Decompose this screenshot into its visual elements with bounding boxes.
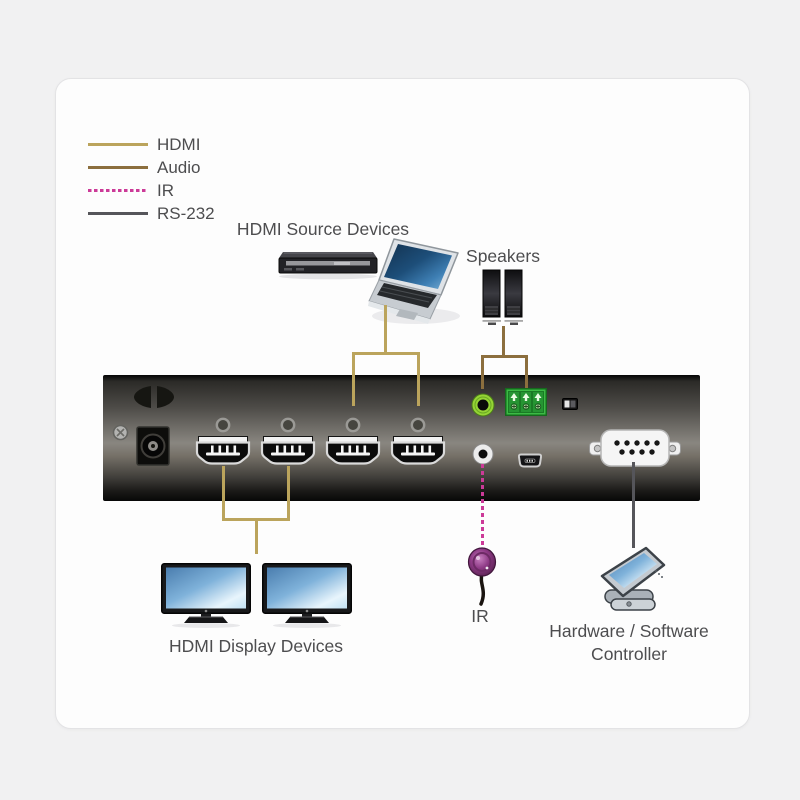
- dc-power-jack: [136, 426, 170, 466]
- source-devices-label: HDMI Source Devices: [236, 219, 410, 239]
- hdmi-display-line-left: [222, 466, 225, 521]
- display-devices-label: HDMI Display Devices: [168, 636, 344, 656]
- audio-line-right: [525, 355, 528, 388]
- legend-label: HDMI: [157, 134, 201, 154]
- port-screw-icon: [215, 417, 231, 433]
- ir-connection-line: [481, 464, 484, 546]
- controller-label-line1: Hardware / Software: [549, 621, 709, 641]
- db9-serial-port: [589, 429, 681, 467]
- legend-item-ir: IR: [88, 179, 215, 202]
- audio-line-bar: [481, 355, 528, 358]
- port-screw-icon: [280, 417, 296, 433]
- ir-line-swatch-icon: [88, 189, 148, 192]
- monitor-icon: [161, 563, 251, 629]
- slide-switch: [562, 398, 578, 410]
- speakers-label: Speakers: [466, 246, 540, 266]
- hdmi-port-4: [390, 436, 446, 467]
- audio-jack-green: [471, 393, 495, 417]
- ground-screw-icon: [112, 424, 129, 441]
- legend-label: IR: [157, 180, 174, 200]
- hdmi-source-line-bar: [352, 352, 420, 355]
- audio-line-stem: [502, 326, 505, 357]
- hdmi-port-3: [325, 436, 381, 467]
- vent-icon: [132, 385, 176, 409]
- legend-item-hdmi: HDMI: [88, 133, 215, 156]
- connection-legend: HDMI Audio IR RS-232: [88, 133, 215, 225]
- hdmi-source-line-left: [352, 352, 355, 406]
- rs232-connection-line: [632, 462, 635, 548]
- legend-label: Audio: [157, 157, 201, 177]
- hdmi-source-line-stem: [384, 305, 387, 354]
- mini-usb-port: [517, 453, 543, 468]
- hdmi-source-line-right: [417, 352, 420, 406]
- switch-rear-panel: [103, 375, 700, 501]
- terminal-block-3pin: [505, 388, 547, 416]
- dvd-player-icon: [276, 248, 380, 280]
- legend-label: RS-232: [157, 203, 215, 223]
- laptop-icon: [368, 234, 466, 328]
- ir-receiver-icon: [462, 544, 502, 612]
- port-screw-icon: [410, 417, 426, 433]
- controller-label: Hardware / Software Controller: [549, 620, 709, 666]
- hdmi-line-swatch-icon: [88, 143, 148, 146]
- hdmi-port-2: [260, 436, 316, 467]
- port-screw-icon: [345, 417, 361, 433]
- audio-line-left: [481, 355, 484, 389]
- hdmi-display-line-stem: [255, 518, 258, 554]
- ir-label: IR: [471, 606, 489, 626]
- audio-line-swatch-icon: [88, 166, 148, 169]
- speakers-icon: [482, 268, 526, 328]
- rs232-line-swatch-icon: [88, 212, 148, 215]
- monitor-icon: [262, 563, 352, 629]
- legend-item-rs232: RS-232: [88, 202, 215, 225]
- controller-label-line2: Controller: [591, 644, 667, 664]
- legend-item-audio: Audio: [88, 156, 215, 179]
- touch-controller-icon: [589, 538, 675, 616]
- hdmi-port-1: [195, 436, 251, 467]
- hdmi-display-line-right: [287, 466, 290, 521]
- ir-jack: [472, 443, 494, 465]
